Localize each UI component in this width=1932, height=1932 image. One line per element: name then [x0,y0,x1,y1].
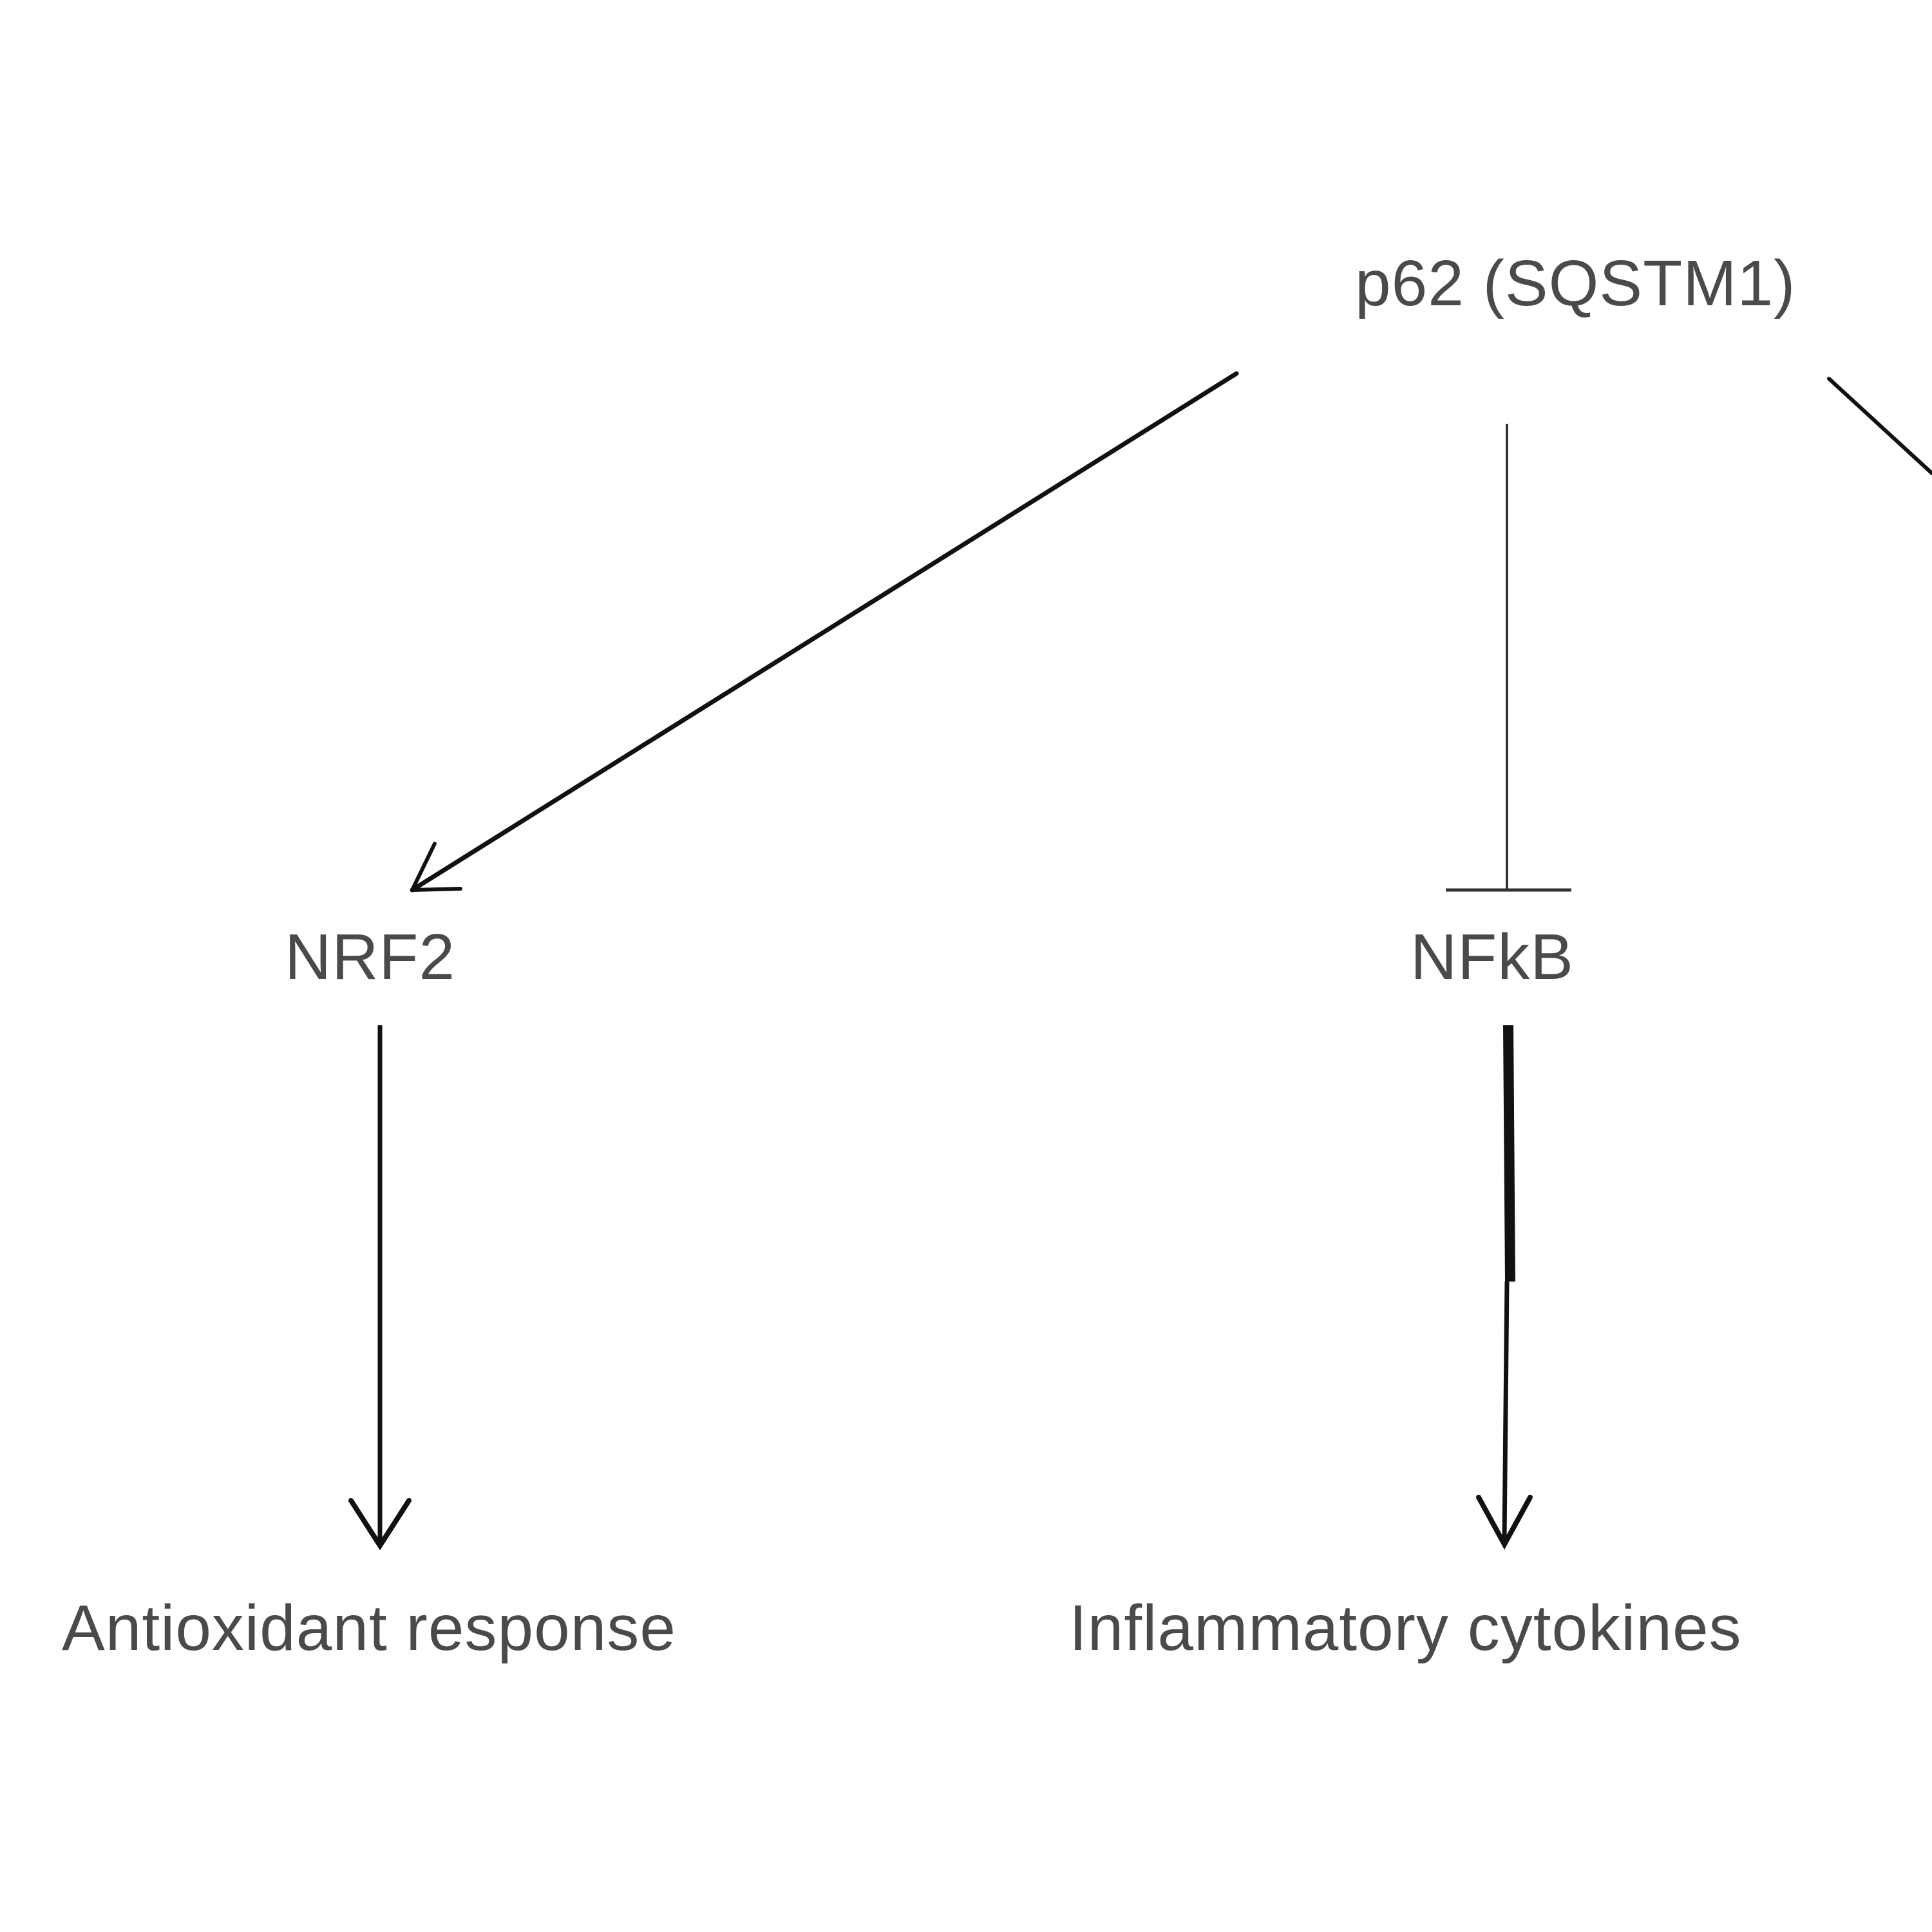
node-antioxidant-response: Antioxidant response [62,1592,676,1664]
node-nfkb: NFkB [1410,921,1574,993]
node-nrf2: NRF2 [285,921,456,993]
edge-p62-to-nrf2 [410,371,1239,893]
node-inflammatory-cytokines: Inflammatory cytokines [1069,1592,1742,1664]
edge-p62-to-nfkb [1446,424,1571,892]
edge-nrf2-to-antioxidant [348,1025,412,1551]
edge-p62-to-right [1827,377,1932,475]
node-p62: p62 (SQSTM1) [1355,247,1796,319]
edge-nfkb-to-cytokines [1476,1025,1533,1550]
